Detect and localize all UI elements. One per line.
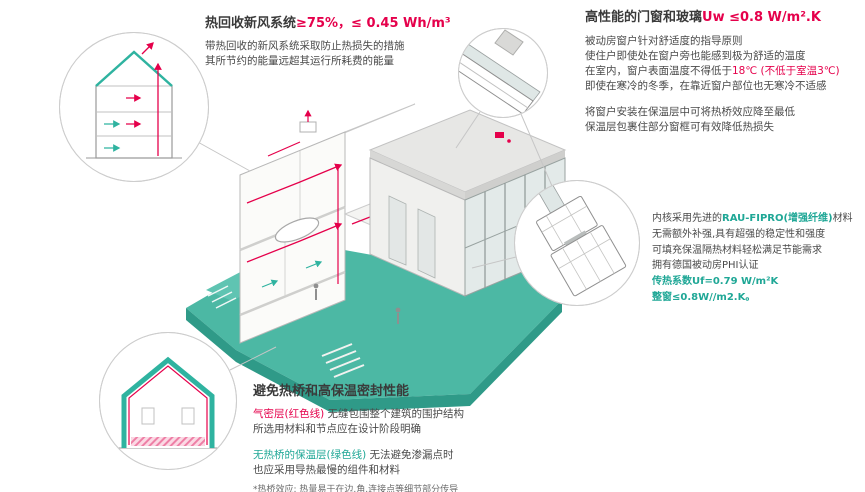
thermal-body-line: 所选用材料和节点应在设计阶段明确 [253, 423, 421, 436]
heat-recovery-body-line: 带热回收的新风系统采取防止热损失的措施 [205, 40, 405, 53]
spacer [585, 94, 861, 105]
thermal-airtight-label: 气密层(红色线) [253, 408, 325, 421]
windows-body-line: 将窗户安装在保温层中可将热桥效应降至最低 [585, 105, 795, 118]
windows-body-line: 使住户即使处在窗户旁也能感到极为舒适的温度 [585, 50, 806, 63]
thermal-insulation-label: 无热桥的保温层(绿色线) [253, 449, 367, 462]
profile-uf-value: 传热系数Uf=0.79 W/m²K [652, 276, 779, 288]
windows-temp-value: 18℃ (不低于室温3℃) [732, 65, 840, 78]
person-figure-icon [313, 283, 401, 324]
thermal-airtight-text: 无缝包围整个建筑的围护结构 [324, 408, 465, 421]
windows-body-line: 保温层包裹住部分窗框可有效降低热损失 [585, 120, 774, 133]
window-profile-cross-section-icon [514, 180, 640, 306]
thermal-body-line: 也应采用导热最慢的组件和材料 [253, 463, 400, 476]
ventilation-ducts-icon [246, 163, 343, 288]
window-corner-detail-icon [458, 28, 548, 118]
profile-line1-highlight: RAU-FIPRO(增强纤维) [722, 213, 833, 224]
windows-section: 高性能的门窗和玻璃Uw ≤0.8 W/m².K 被动房窗户针对舒适度的指导原则 … [585, 10, 861, 135]
heat-recovery-section: 热回收新风系统≥75%，≤ 0.45 Wh/m³ 带热回收的新风系统采取防止热损… [205, 16, 495, 69]
profile-body-line: 可填充保温隔热材料轻松满足节能需求 [652, 244, 822, 256]
callout-leader-lines [195, 111, 553, 371]
thermal-insulation-text: 无法避免渗漏点时 [366, 449, 454, 462]
bathtub-icon [274, 217, 320, 243]
insulated-envelope-house-icon [99, 332, 237, 470]
windows-title-text: 高性能的门窗和玻璃 [585, 10, 703, 25]
windows-title-value: Uw ≤0.8 W/m².K [702, 10, 821, 25]
windows-title: 高性能的门窗和玻璃Uw ≤0.8 W/m².K [585, 10, 861, 26]
profile-uw-value: 整窗≤0.8W//m2.K。 [652, 291, 756, 303]
windows-temp-line: 在室内，窗户表面温度不得低于18℃ (不低于室温3℃) [585, 64, 861, 79]
thermal-airtight-line: 气密层(红色线) 无缝包围整个建筑的围护结构 [253, 407, 573, 422]
thermal-title: 避免热桥和高保温密封性能 [253, 384, 410, 399]
heat-recovery-title: 热回收新风系统≥75%，≤ 0.45 Wh/m³ [205, 16, 495, 32]
profile-section: 内核采用先进的RAU-FIPRO(增强纤维)材料 无需额外补强,具有超强的稳定性… [652, 211, 865, 306]
heat-recovery-body-line: 其所节约的能量远超其运行所耗费的能量 [205, 55, 394, 68]
profile-body-line: 无需额外补强,具有超强的稳定性和强度 [652, 228, 826, 240]
profile-body-line: 拥有德国被动房PHI认证 [652, 260, 759, 272]
windows-body-line: 被动房窗户针对舒适度的指导原则 [585, 35, 743, 48]
windows-body-line: 即使在寒冷的冬季，在靠近窗户部位也无寒冷不适感 [585, 79, 827, 92]
roof-vent-icon [495, 132, 504, 138]
stairs-icon [321, 343, 365, 378]
heat-recovery-title-text: 热回收新风系统 [205, 16, 297, 31]
profile-line1-suffix: 材料 [832, 213, 853, 224]
windows-temp-prefix: 在室内，窗户表面温度不得低于 [585, 65, 732, 78]
thermal-footnote: *热桥效应: 热量易于在边.角.连接点等细节部分传导 [253, 484, 459, 492]
thermal-bridge-section: 避免热桥和高保温密封性能 气密层(红色线) 无缝包围整个建筑的围护结构 所选用材… [253, 384, 573, 492]
house-section-ventilation-icon [59, 32, 209, 182]
profile-material-line: 内核采用先进的RAU-FIPRO(增强纤维)材料 [652, 211, 865, 227]
profile-line1-prefix: 内核采用先进的 [652, 213, 722, 224]
spacer [253, 437, 573, 448]
thermal-insulation-line: 无热桥的保温层(绿色线) 无法避免渗漏点时 [253, 448, 573, 463]
heat-recovery-title-value: ≥75%，≤ 0.45 Wh/m³ [296, 16, 451, 31]
